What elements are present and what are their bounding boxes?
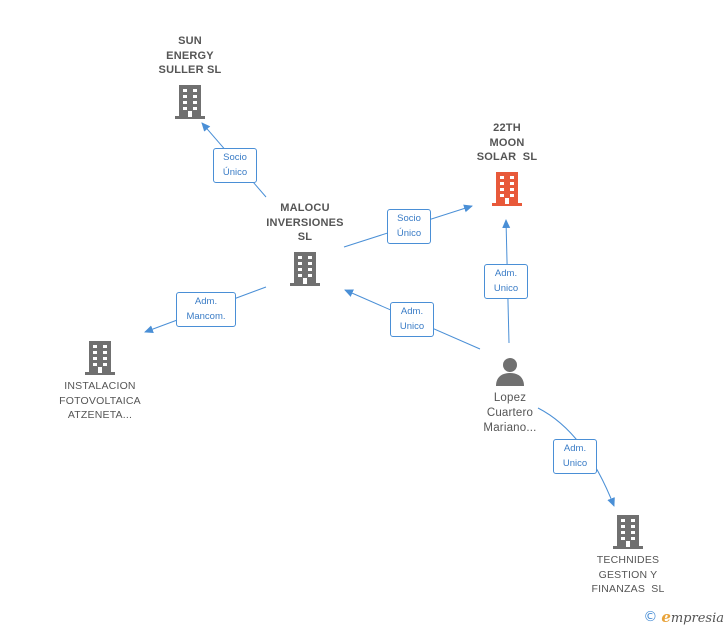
footer-brand[interactable]: © empresia <box>643 608 724 626</box>
copyright-icon: © <box>643 609 658 625</box>
brand-logo: empresia <box>661 608 724 626</box>
edge-label-line: Unico <box>399 320 425 332</box>
edge-label-line: Unico <box>562 457 588 469</box>
node-label: Lopez Cuartero Mariano... <box>483 391 536 436</box>
edge-label-line: Unico <box>493 282 519 294</box>
node-label: 22TH MOON SOLAR SL <box>477 121 537 165</box>
label-line: MALOCU <box>280 202 330 214</box>
building-icon <box>492 171 522 206</box>
edge-label-line: Adm. <box>563 443 587 454</box>
label-line: SULLER SL <box>158 64 222 76</box>
edge-label-line: Adm. <box>194 296 218 307</box>
edge-label-lopez-technides[interactable]: Adm. Unico <box>553 439 597 474</box>
label-line: INSTALACION <box>64 380 136 392</box>
label-line: SUN <box>178 35 202 47</box>
edge-label-line: Único <box>222 166 248 178</box>
edge-label-line: Adm. <box>494 268 518 279</box>
label-line: ATZENETA... <box>67 409 133 421</box>
node-label: TECHNIDES GESTION Y FINANZAS SL <box>592 553 665 597</box>
edge-label-line: Adm. <box>400 306 424 317</box>
node-label: INSTALACION FOTOVOLTAICA ATZENETA... <box>59 379 141 423</box>
node-sun-energy[interactable]: SUN ENERGY SULLER SL <box>138 34 242 119</box>
node-lopez[interactable]: Lopez Cuartero Mariano... <box>462 356 558 436</box>
node-moon-solar[interactable]: 22TH MOON SOLAR SL <box>455 121 559 206</box>
label-line: 22TH <box>493 122 521 134</box>
label-line: Cuartero <box>486 407 534 419</box>
building-icon <box>613 515 643 549</box>
label-line: FOTOVOLTAICA <box>59 394 141 407</box>
label-line: MOON <box>489 136 525 149</box>
node-malocu[interactable]: MALOCU INVERSIONES SL <box>253 201 357 286</box>
building-icon <box>175 84 205 119</box>
node-instalacion[interactable]: INSTALACION FOTOVOLTAICA ATZENETA... <box>48 339 152 423</box>
edge-label-line: Único <box>396 227 422 239</box>
label-line: SOLAR SL <box>476 151 538 163</box>
node-label: MALOCU INVERSIONES SL <box>266 201 343 245</box>
node-technides[interactable]: TECHNIDES GESTION Y FINANZAS SL <box>576 513 680 597</box>
label-line: TECHNIDES <box>596 554 660 566</box>
edge-label-malocu-sun[interactable]: Socio Único <box>213 148 257 183</box>
edge-label-lopez-malocu[interactable]: Adm. Unico <box>390 302 434 337</box>
brand-initial: e <box>661 608 671 626</box>
brand-name: mpresia <box>670 611 724 626</box>
edge-label-line: Mancom. <box>186 310 226 322</box>
person-icon <box>496 358 524 386</box>
label-line: Mariano... <box>483 422 537 434</box>
edge-label-line: Socio <box>223 152 247 163</box>
label-line: Lopez <box>493 392 527 404</box>
edge-label-malocu-instalacion[interactable]: Adm. Mancom. <box>176 292 236 327</box>
label-line: SL <box>297 231 313 243</box>
node-label: SUN ENERGY SULLER SL <box>159 34 222 78</box>
edge-label-lopez-moon[interactable]: Adm. Unico <box>484 264 528 299</box>
building-icon <box>85 341 115 375</box>
label-line: GESTION Y <box>598 568 658 581</box>
label-line: ENERGY <box>166 49 214 62</box>
label-line: FINANZAS SL <box>591 583 665 595</box>
building-icon <box>290 251 320 286</box>
edge-label-line: Socio <box>397 213 421 224</box>
label-line: INVERSIONES <box>266 216 344 229</box>
edge-label-malocu-moon[interactable]: Socio Único <box>387 209 431 244</box>
